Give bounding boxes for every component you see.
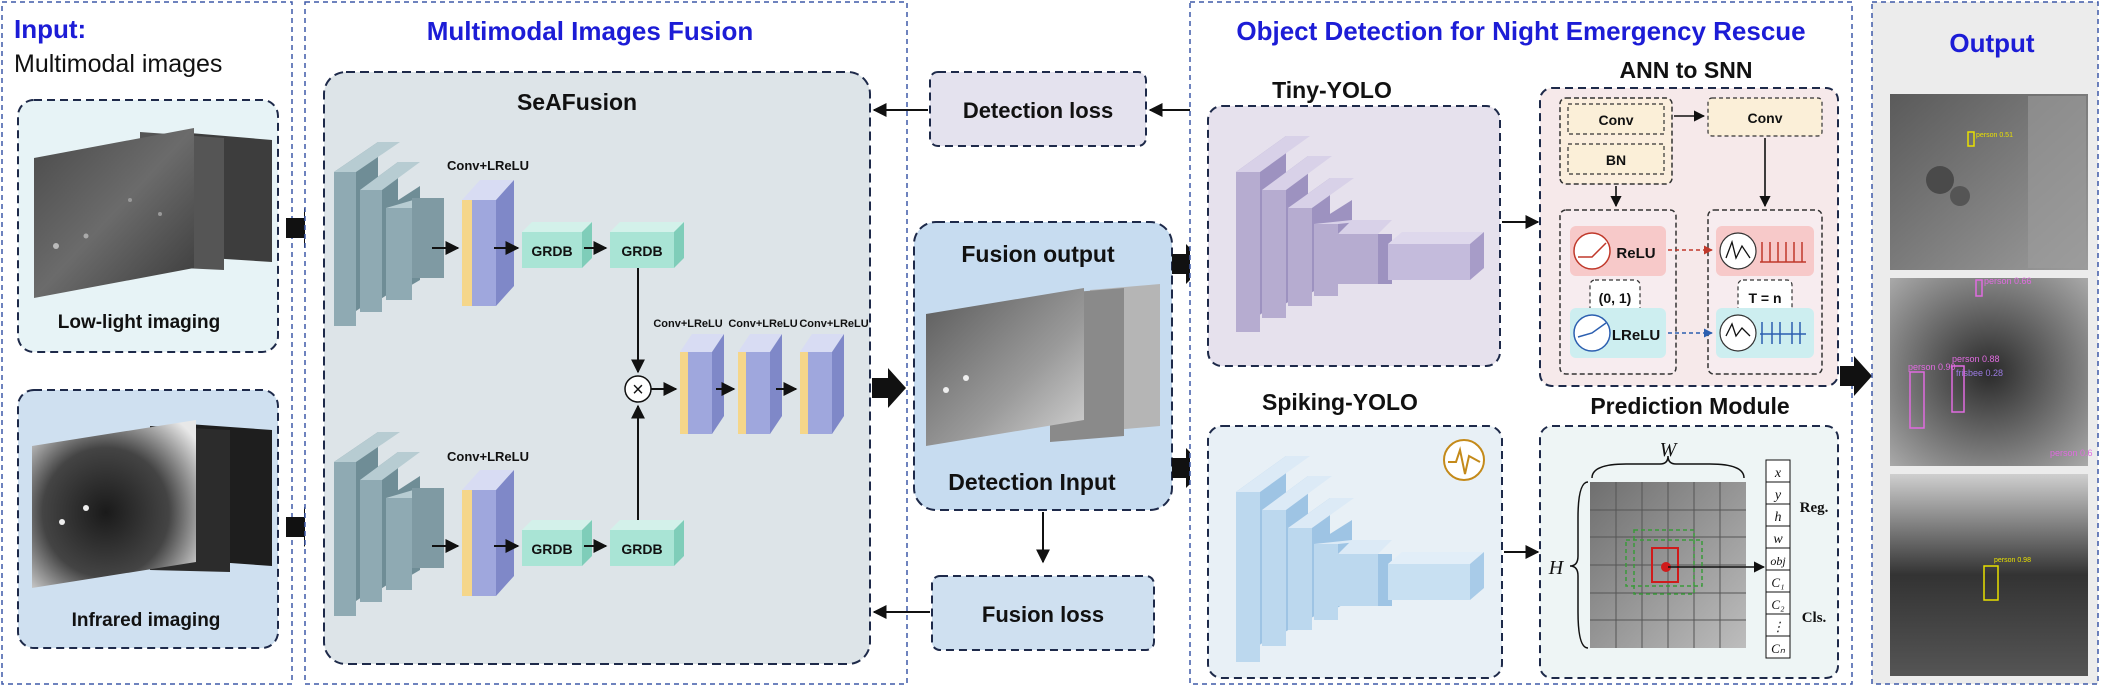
infrared-label: Infrared imaging: [72, 610, 221, 631]
output-dots: ⋮: [1772, 619, 1785, 634]
lower-conv-lrelu: Conv+LReLU: [447, 449, 529, 596]
decoder-conv-2: Conv+LReLU: [728, 318, 798, 434]
seafusion-box: SeAFusion: [323, 71, 871, 665]
input-subheading: Multimodal images: [14, 50, 222, 78]
decoder-conv-1-label: Conv+LReLU: [653, 318, 722, 330]
grdb-upper-1: GRDB: [522, 222, 592, 268]
spiking-yolo-network: [1236, 456, 1484, 662]
detection-label-3: person 0.88: [1952, 354, 2000, 364]
fused-image-stack: [926, 284, 1160, 446]
ann-to-snn-box: Conv BN Conv ReLU (0, 1) LReLU: [1539, 87, 1839, 387]
output-image-1: person 0.51: [1890, 94, 2088, 270]
prediction-module-title: Prediction Module: [1590, 393, 1789, 419]
spiking-yolo-title: Spiking-YOLO: [1262, 389, 1418, 415]
low-light-box: Low-light imaging: [17, 99, 279, 353]
fusion-loss-box: Fusion loss: [931, 575, 1155, 651]
spiking-yolo-box: [1207, 425, 1503, 679]
upper-encoder-blocks: [334, 142, 444, 326]
detection-panel: Object Detection for Night Emergency Res…: [1189, 1, 1853, 685]
input-panel: Input: Multimodal images Low-light imagi…: [1, 1, 293, 685]
ann-to-snn-title: ANN to SNN: [1620, 57, 1753, 83]
grdb-lower-2-label: GRDB: [621, 541, 662, 557]
detection-label-1: person 0.51: [1976, 132, 2013, 139]
grdb-upper-2-label: GRDB: [621, 243, 662, 259]
output-y: y: [1773, 488, 1782, 503]
output-h: h: [1775, 510, 1782, 525]
low-light-label: Low-light imaging: [58, 312, 221, 333]
decoder-conv-2-label: Conv+LReLU: [728, 318, 797, 330]
fusion-to-output-arrow: [872, 368, 906, 408]
decoder-conv-1: Conv+LReLU: [653, 318, 724, 434]
fusion-output-label: Fusion output: [961, 241, 1115, 267]
detection-label-6: person 0.6: [2050, 448, 2093, 458]
detection-panel-title: Object Detection for Night Emergency Res…: [1236, 16, 1805, 46]
upper-conv-lrelu: Conv+LReLU: [447, 158, 529, 306]
seafusion-title: SeAFusion: [517, 89, 637, 115]
detection-loss-label: Detection loss: [963, 98, 1113, 123]
lower-encoder-blocks: [334, 432, 444, 616]
prediction-grid: [1590, 482, 1746, 648]
infrared-image-stack: [32, 420, 272, 588]
output-title: Output: [1949, 28, 2035, 58]
snn-conv-label: Conv: [1748, 110, 1783, 126]
low-light-image-stack: [34, 128, 272, 298]
seafusion-arrows: [432, 241, 798, 553]
to-spiking-yolo-arrow: [1172, 448, 1206, 488]
spike-badge-icon: [1443, 439, 1485, 481]
output-cn: Cₙ: [1771, 641, 1786, 656]
detection-label-4: person 0.90: [1908, 362, 1956, 372]
detection-loss-box: Detection loss: [929, 71, 1147, 147]
multiply-symbol: ×: [632, 379, 644, 401]
tiny-yolo-network: [1236, 136, 1484, 332]
prediction-module-box: W H: [1539, 425, 1839, 679]
detection-label-5: frisbee 0.28: [1956, 368, 2003, 378]
upper-conv-lrelu-label: Conv+LReLU: [447, 158, 529, 173]
timesteps-label: T = n: [1748, 290, 1781, 306]
detection-label-7: person 0.98: [1994, 557, 2031, 564]
fusion-panel: Multimodal Images Fusion SeAFusion: [304, 1, 908, 685]
grdb-lower-1-label: GRDB: [531, 541, 572, 557]
ann-conv-label: Conv: [1599, 112, 1634, 128]
grdb-lower-1: GRDB: [522, 520, 592, 566]
fusion-loss-label: Fusion loss: [982, 602, 1104, 627]
cls-label: Cls.: [1802, 610, 1827, 626]
relu-label: ReLU: [1616, 245, 1655, 262]
grdb-upper-1-label: GRDB: [531, 243, 572, 259]
range-label: (0, 1): [1599, 290, 1632, 306]
ann-bn-label: BN: [1606, 152, 1626, 168]
decoder-conv-3-label: Conv+LReLU: [799, 318, 868, 330]
detection-label-2: person 0.66: [1984, 276, 2032, 286]
grid-height-label: H: [1548, 557, 1565, 579]
decoder-conv-3: Conv+LReLU: [799, 318, 869, 434]
reg-label: Reg.: [1800, 500, 1829, 516]
lower-conv-lrelu-label: Conv+LReLU: [447, 449, 529, 464]
tiny-yolo-title: Tiny-YOLO: [1272, 77, 1392, 103]
prediction-output-vector: x y h w obj C₁ C₂ ⋮ Cₙ: [1765, 459, 1791, 659]
tiny-yolo-box: [1207, 105, 1501, 367]
to-tiny-yolo-arrow: [1172, 244, 1206, 284]
infrared-box: Infrared imaging: [17, 389, 279, 649]
fusion-panel-title: Multimodal Images Fusion: [427, 16, 753, 46]
grdb-upper-2: GRDB: [610, 222, 684, 268]
output-obj: obj: [1770, 554, 1786, 568]
to-output-arrow: [1840, 356, 1872, 396]
grdb-lower-2: GRDB: [610, 520, 684, 566]
lrelu-label: LReLU: [1612, 327, 1660, 344]
output-image-2: person 0.66 person 0.88 person 0.90 fris…: [1890, 276, 2093, 466]
output-image-3: person 0.98: [1890, 474, 2088, 676]
output-c2: C₂: [1771, 597, 1785, 612]
fusion-output-box: Fusion output Detection Input: [913, 221, 1173, 511]
detection-input-label: Detection Input: [948, 469, 1116, 495]
output-x: x: [1774, 466, 1782, 481]
input-heading: Input:: [14, 14, 86, 44]
multiply-node: ×: [624, 375, 652, 403]
output-panel: Output person 0.51 person 0.66 person 0.…: [1871, 1, 2099, 685]
output-w: w: [1773, 532, 1783, 547]
grid-width-label: W: [1660, 439, 1679, 461]
output-c1: C₁: [1771, 575, 1784, 590]
